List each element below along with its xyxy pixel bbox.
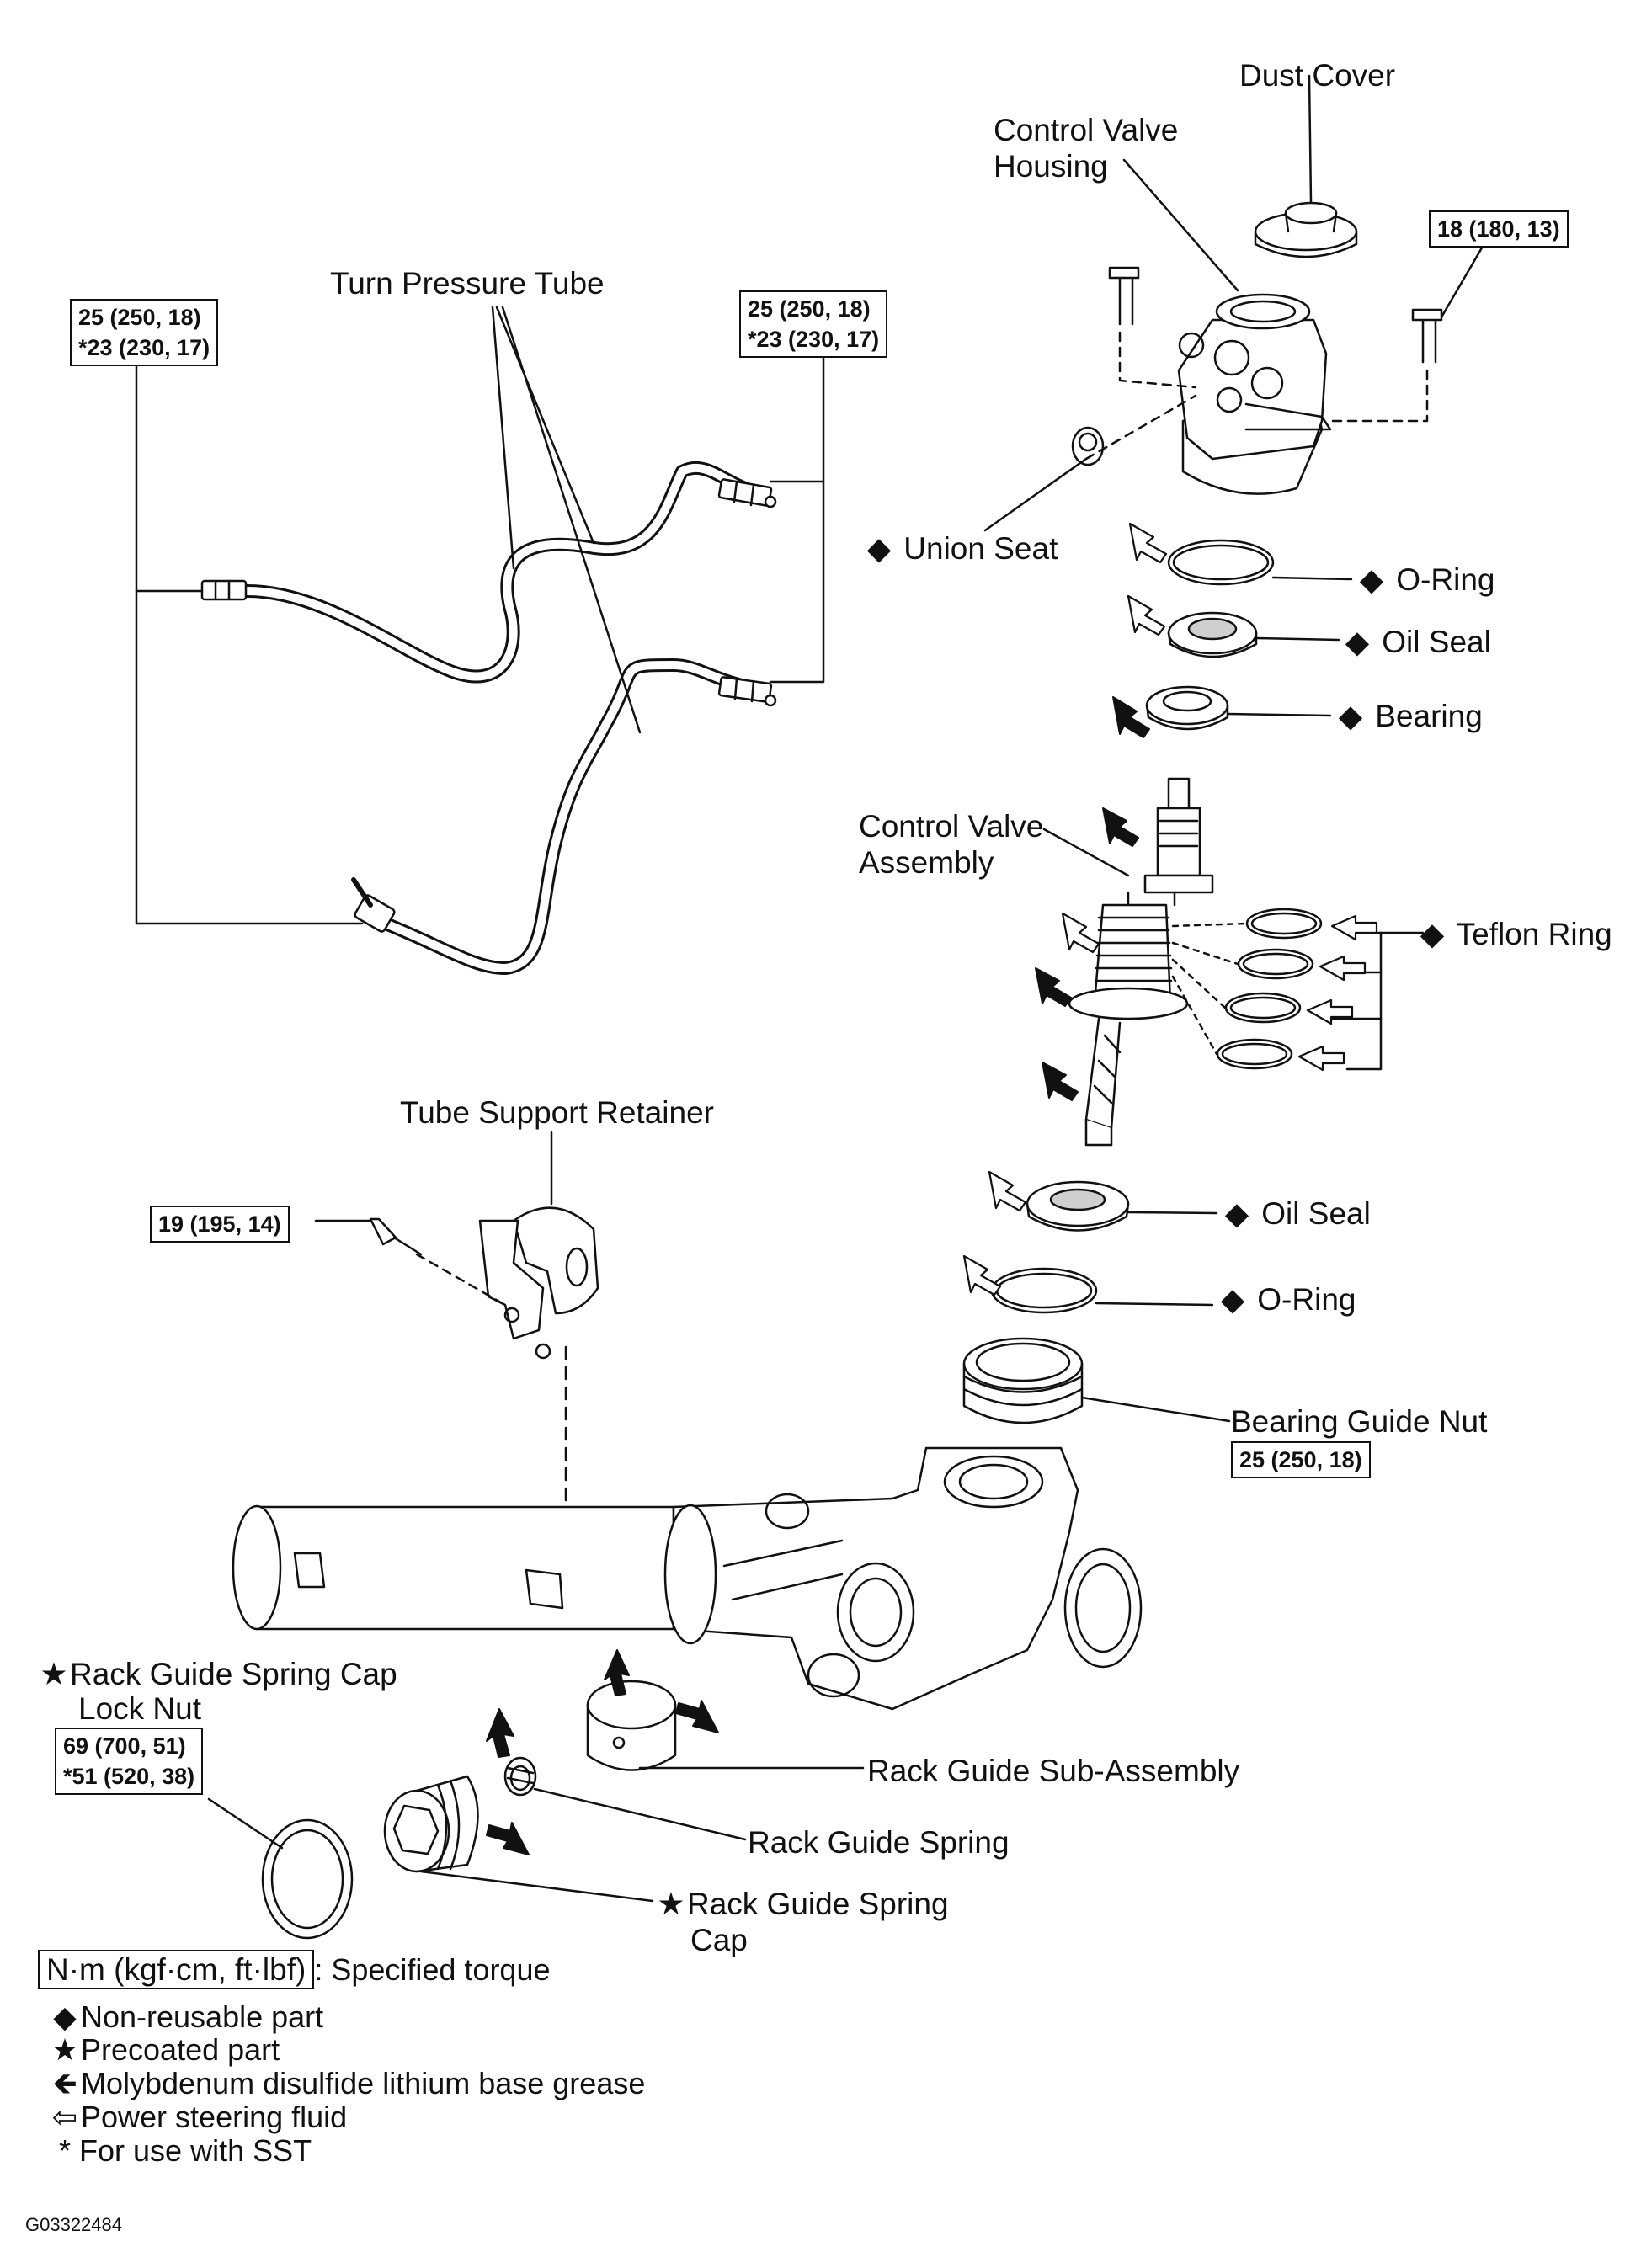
torque-box-bearing-guide-nut: 25 (250, 18)	[1231, 1441, 1371, 1478]
bearing-label: ◆ Bearing	[1335, 698, 1483, 734]
non-reusable-icon: ◆	[1220, 1282, 1245, 1317]
teflon-ring-label: ◆ Teflon Ring	[1416, 916, 1612, 952]
non-reusable-icon: ◆	[866, 531, 892, 566]
rack-guide-sub-assembly-label: Rack Guide Sub-Assembly	[867, 1754, 1240, 1788]
fluid-arrow-icon: ⇦	[51, 2100, 78, 2134]
dust-cover-drawing	[1254, 74, 1358, 258]
lock-nut-drawing	[207, 1797, 354, 1940]
figure-id: G03322484	[25, 2214, 122, 2235]
oil-seal-lower-label: ◆ Oil Seal	[1221, 1195, 1371, 1232]
oil-seal-upper-drawing	[1167, 611, 1340, 658]
o-ring-upper-label: ◆ O-Ring	[1356, 562, 1495, 598]
torque-box-left-tube: 25 (250, 18)*23 (230, 17)	[70, 299, 219, 366]
legend-non-reusable: ◆Non-reusable part	[49, 2000, 323, 2034]
rack-guide-spring-label: Rack Guide Spring	[748, 1825, 1010, 1860]
union-seat-drawing	[983, 394, 1197, 532]
rack-guide-spring-cap-label-line2: Cap	[690, 1923, 748, 1957]
o-ring-upper-drawing	[1167, 539, 1353, 586]
precoated-icon: ★	[657, 1887, 685, 1921]
legend-fluid: ⇦Power steering fluid	[49, 2100, 347, 2134]
turn-pressure-tube-label: Turn Pressure Tube	[330, 266, 605, 301]
rack-guide-sub-assembly-drawing	[586, 1680, 865, 1771]
non-reusable-icon: ◆	[1345, 625, 1370, 659]
teflon-rings-drawing	[1171, 908, 1425, 1071]
oil-seal-lower-drawing	[1026, 1180, 1218, 1232]
fluid-arrows	[962, 522, 1378, 1296]
control-valve-assembly-label-line1: Control Valve	[859, 809, 1044, 844]
tube-support-retainer-label: Tube Support Retainer	[400, 1095, 714, 1130]
rack-guide-spring-cap-label-line1: ★Rack Guide Spring	[655, 1886, 948, 1922]
rack-housing-drawing	[232, 1446, 1143, 1711]
precoated-icon: ★	[40, 1657, 68, 1691]
non-reusable-icon: ◆	[1420, 917, 1445, 951]
o-ring-lower-label: ◆ O-Ring	[1217, 1281, 1356, 1318]
lock-nut-label-line2: Lock Nut	[78, 1691, 202, 1726]
control-valve-assembly-drawing	[1042, 777, 1214, 1147]
rack-guide-spring-drawing	[503, 1756, 747, 1841]
control-valve-housing-label-line2: Housing	[994, 149, 1108, 184]
non-reusable-icon: ◆	[1338, 699, 1363, 733]
union-seat-label: ◆ Union Seat	[863, 530, 1058, 567]
torque-box-retainer-bolt: 19 (195, 14)	[150, 1206, 290, 1243]
o-ring-lower-drawing	[990, 1267, 1214, 1314]
lock-nut-label-line1: ★Rack Guide Spring Cap	[38, 1656, 397, 1692]
grease-arrows	[486, 696, 1150, 1855]
torque-box-right-tube: 25 (250, 18)*23 (230, 17)	[739, 290, 888, 358]
control-valve-assembly-label-line2: Assembly	[859, 845, 994, 880]
bearing-drawing	[1145, 685, 1332, 731]
legend-precoated: ★Precoated part	[49, 2033, 280, 2067]
non-reusable-icon: ◆	[1359, 562, 1384, 597]
torque-box-lock-nut: 69 (700, 51)*51 (520, 38)	[55, 1728, 204, 1795]
legend-moly-grease: 🡸Molybdenum disulfide lithium base greas…	[49, 2067, 645, 2100]
legend-torque: N·m (kgf·cm, ft·lbf): Specified torque	[38, 1950, 551, 1989]
oil-seal-upper-label: ◆ Oil Seal	[1341, 624, 1491, 660]
non-reusable-icon: ◆	[1224, 1196, 1249, 1231]
control-valve-housing-label-line1: Control Valve	[994, 113, 1179, 147]
rack-guide-spring-cap-drawing	[383, 1775, 654, 1903]
bearing-guide-nut-drawing	[962, 1337, 1231, 1424]
grease-arrow-icon: 🡸	[52, 2066, 77, 2100]
legend-sst: * For use with SST	[59, 2133, 312, 2168]
torque-box-housing-bolt: 18 (180, 13)	[1429, 210, 1569, 248]
non-reusable-icon: ◆	[53, 1999, 77, 2034]
precoated-icon: ★	[51, 2032, 79, 2067]
legend-torque-unit: N·m (kgf·cm, ft·lbf)	[38, 1950, 315, 1989]
turn-pressure-tube	[135, 306, 825, 975]
tube-support-retainer-drawing	[314, 1131, 599, 1551]
dust-cover-label: Dust Cover	[1239, 58, 1396, 93]
bearing-guide-nut-label: Bearing Guide Nut	[1231, 1404, 1488, 1439]
